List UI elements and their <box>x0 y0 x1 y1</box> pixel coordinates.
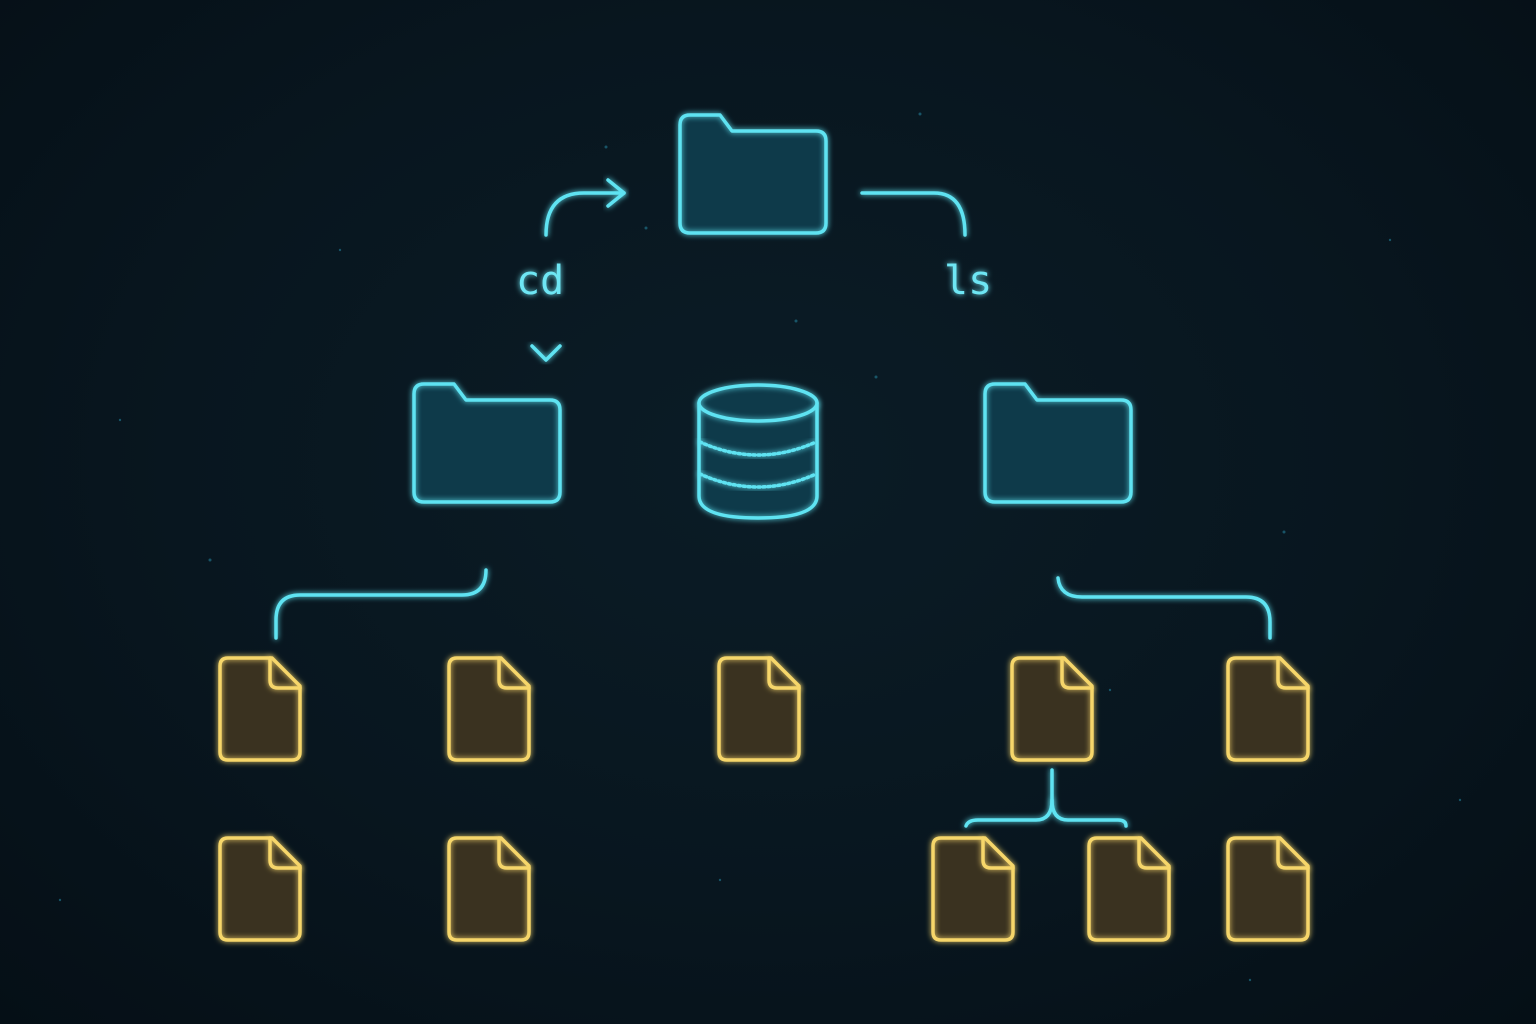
file-l2-icon[interactable] <box>449 658 529 760</box>
file-r1-icon[interactable] <box>1012 658 1092 760</box>
file-r2-child-icon[interactable] <box>1228 838 1308 940</box>
cd-annotation: cd <box>516 178 626 362</box>
file-r1-child-b-icon[interactable] <box>1089 838 1169 940</box>
file-r1-child-a-icon[interactable] <box>933 838 1013 940</box>
file-c-icon[interactable] <box>719 658 799 760</box>
ls-annotation: ls <box>860 191 992 304</box>
file-r2-icon[interactable] <box>1228 658 1308 760</box>
right-folder-icon[interactable] <box>985 384 1131 502</box>
background-stars <box>58 112 1462 982</box>
cd-label: cd <box>516 258 564 304</box>
file-l1-icon[interactable] <box>220 658 300 760</box>
ls-label: ls <box>944 258 992 304</box>
connectors <box>260 254 1272 828</box>
file-l1-child-icon[interactable] <box>220 838 300 940</box>
root-folder-icon[interactable] <box>680 115 826 233</box>
file-l2-child-icon[interactable] <box>449 838 529 940</box>
left-folder-icon[interactable] <box>414 384 560 502</box>
database-icon[interactable] <box>697 383 819 520</box>
